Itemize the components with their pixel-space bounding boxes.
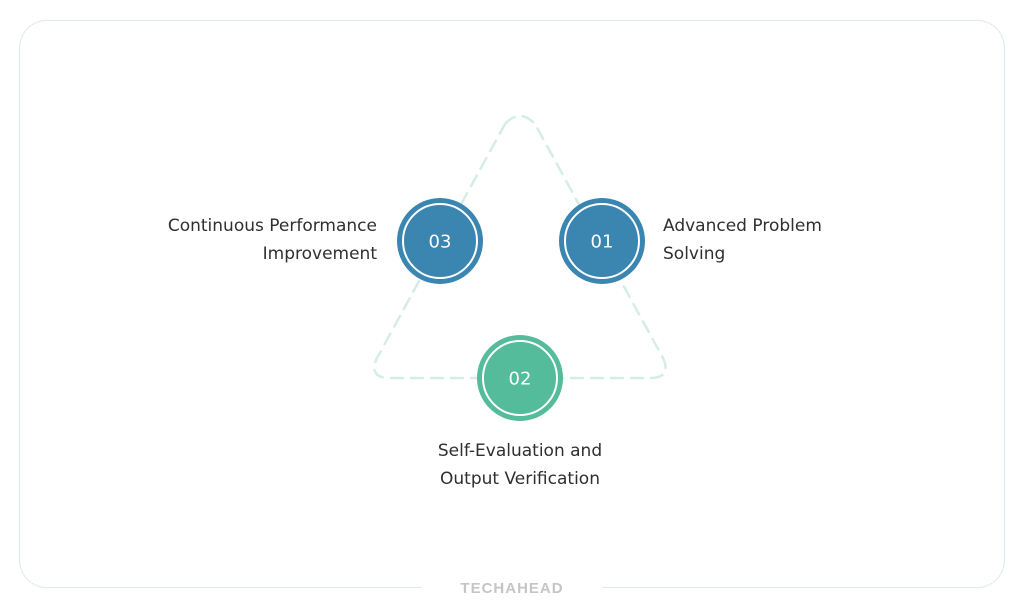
step-number-03: 03 bbox=[429, 232, 452, 253]
step-label-02-line1: Self-Evaluation and bbox=[437, 441, 603, 461]
step-label-02-line2: Output Verification bbox=[440, 469, 600, 489]
dashed-triangle-path bbox=[373, 114, 667, 380]
step-label-03-line1: Continuous Performance bbox=[167, 216, 377, 236]
step-label-02: Self-Evaluation and Output Verification bbox=[397, 437, 643, 493]
step-label-03: Continuous Performance Improvement bbox=[168, 212, 377, 268]
step-label-03-line2: Improvement bbox=[262, 244, 377, 264]
step-node-02: 02 bbox=[477, 335, 563, 421]
step-number-02: 02 bbox=[509, 369, 532, 390]
step-label-01-line1: Advanced Problem bbox=[663, 216, 822, 236]
brand-logo: TECHAHEAD bbox=[422, 577, 602, 601]
step-label-01: Advanced Problem Solving bbox=[663, 212, 822, 268]
step-node-03: 03 bbox=[397, 198, 483, 284]
step-label-01-line2: Solving bbox=[663, 244, 726, 264]
step-number-01: 01 bbox=[591, 232, 614, 253]
step-node-01: 01 bbox=[559, 198, 645, 284]
